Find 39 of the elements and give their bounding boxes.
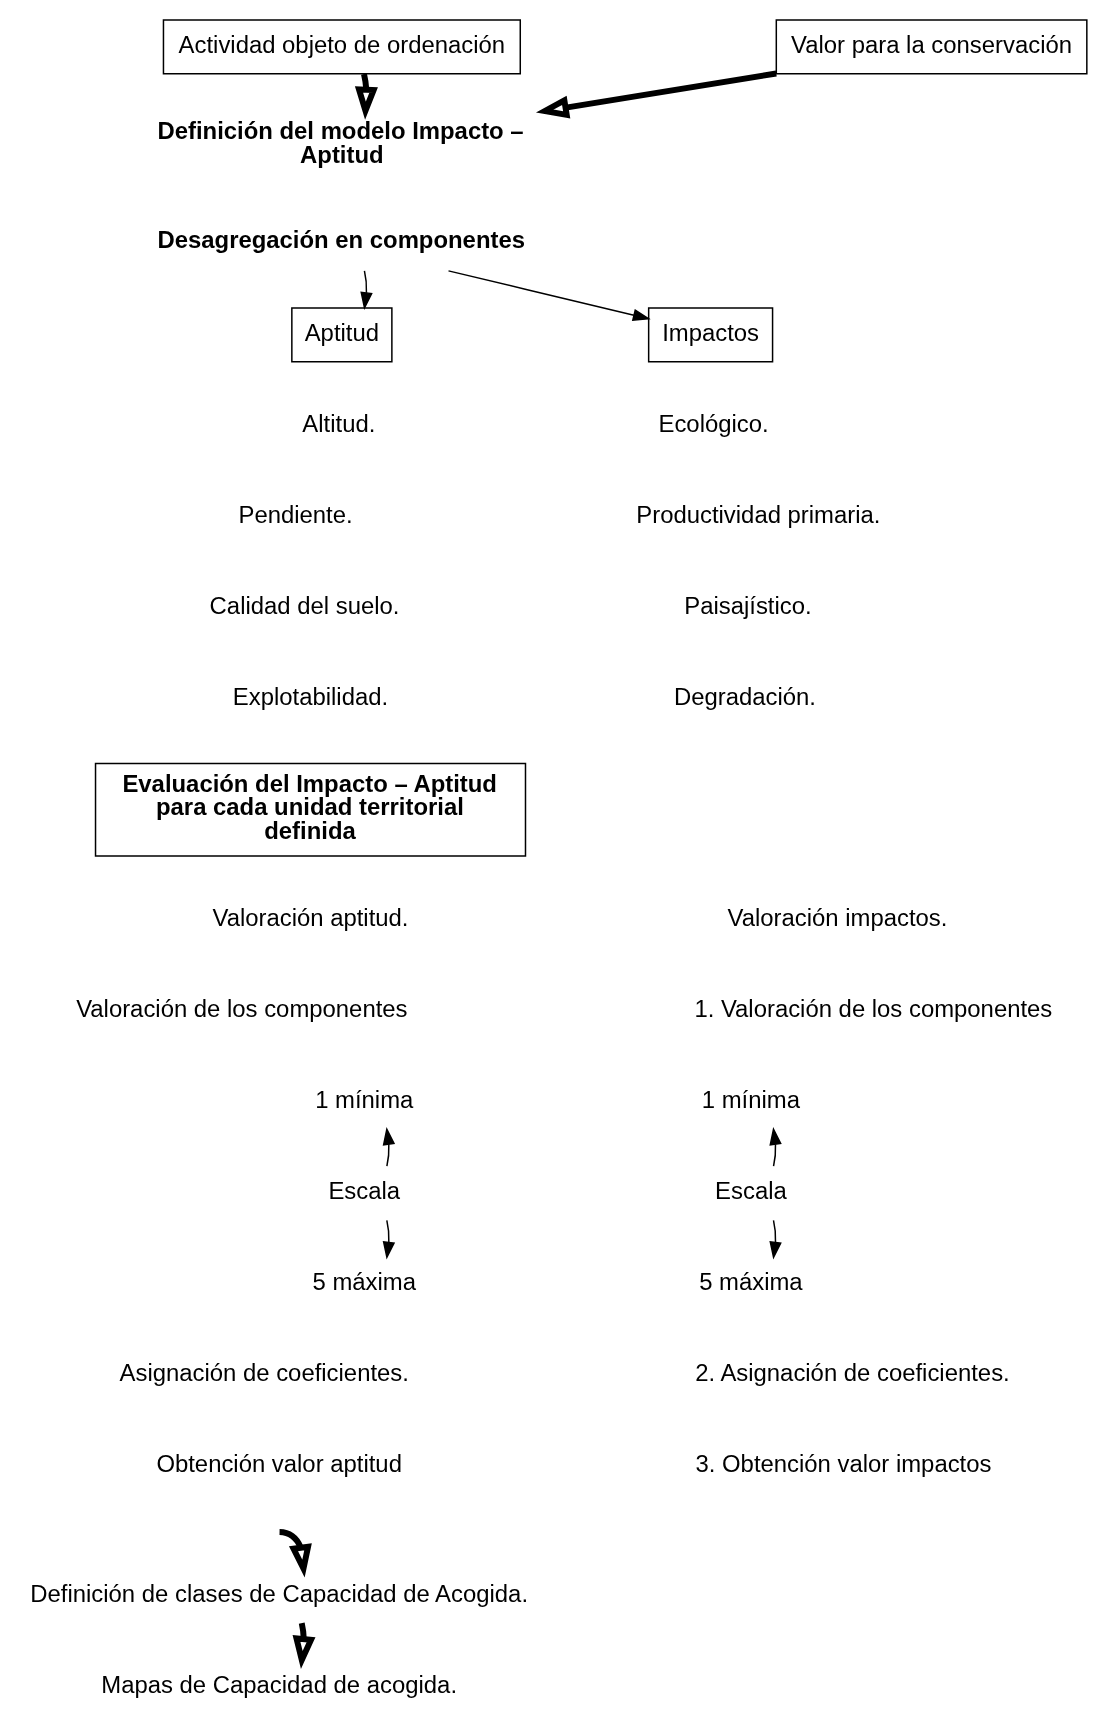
node-text: Escala <box>328 1176 401 1204</box>
node-box: Aptitud <box>291 306 393 363</box>
label: Altitud. <box>302 409 376 437</box>
node-text: 1 mínima <box>315 1085 414 1113</box>
label: 3. Obtención valor impactos <box>695 1449 992 1477</box>
label: Degradación. <box>673 682 816 710</box>
arrow <box>447 269 651 321</box>
arrow <box>535 70 777 119</box>
label: Pendiente. <box>238 500 353 528</box>
label: Valoración aptitud. <box>212 903 409 931</box>
node-box: Impactos <box>647 306 774 363</box>
label: Ecológico. <box>658 409 769 437</box>
label: 2. Asignación de coeficientes. <box>695 1358 1010 1386</box>
label: Asignación de coeficientes. <box>119 1358 409 1386</box>
node-text: 5 máxima <box>699 1267 803 1295</box>
label: Obtención valor aptitud <box>156 1449 402 1477</box>
node-text: Desagregación en componentes <box>157 225 525 253</box>
node-box: Actividad objeto de ordenación <box>162 18 521 74</box>
label: Valoración impactos. <box>727 903 948 931</box>
node-text: Definición del modelo Impacto – Aptitud <box>157 116 524 168</box>
node-box: Evaluación del Impacto – Aptitud para cada unidad territorial definida <box>94 762 527 857</box>
label: Paisajístico. <box>684 591 812 619</box>
node-box: Valor para la conservación <box>775 18 1088 74</box>
arrow <box>769 1126 782 1167</box>
label: Valoración de los componentes <box>76 994 408 1022</box>
label: Calidad del suelo. <box>209 591 400 619</box>
node-text: Definición de clases de Capacidad de Acogida. <box>30 1579 529 1607</box>
arrow <box>382 1219 396 1259</box>
node-text: 5 máxima <box>312 1267 417 1295</box>
node-text: Escala <box>715 1176 787 1204</box>
node-text: 1 mínima <box>701 1085 801 1113</box>
arrow <box>360 269 373 310</box>
node-text: Mapas de Capacidad de acogida. <box>101 1670 458 1698</box>
arrow <box>279 1528 312 1577</box>
arrow <box>382 1126 396 1167</box>
label: Productividad primaria. <box>636 500 881 528</box>
label: 1. Valoración de los componentes <box>694 994 1053 1022</box>
label: Explotabilidad. <box>232 682 389 710</box>
arrow <box>769 1219 782 1259</box>
